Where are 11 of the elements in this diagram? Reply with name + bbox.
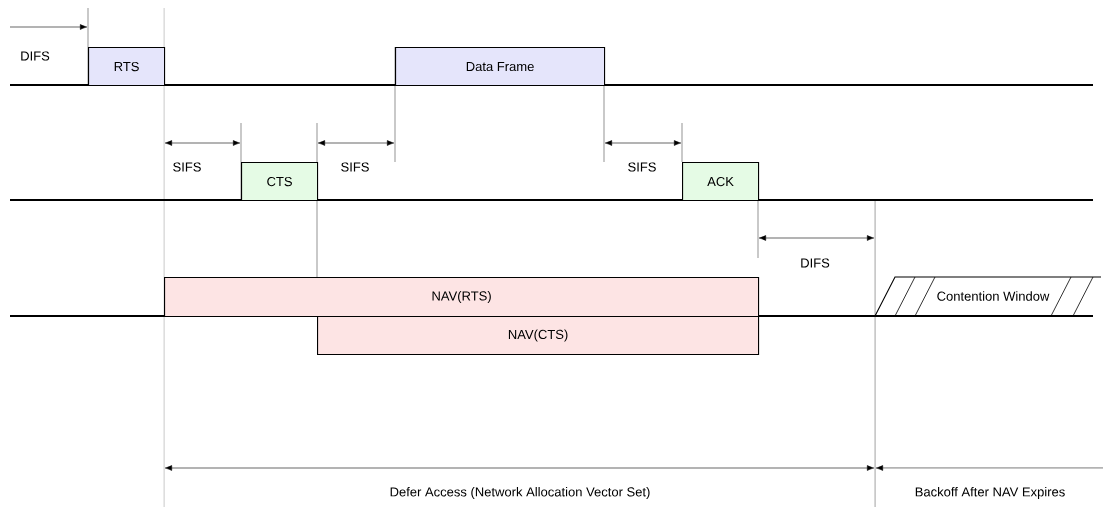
interval-label: SIFS (173, 162, 201, 172)
interval-label: DIFS (801, 258, 830, 268)
frame-box: ACK (682, 162, 760, 202)
interval-label: Backoff After NAV Expires (915, 486, 1065, 500)
frame-box: NAV(RTS) (164, 277, 760, 318)
frame-box: CTS (241, 162, 319, 202)
frame-box: Data Frame (395, 47, 606, 87)
frame-box: NAV(CTS) (317, 316, 760, 356)
interval-label: Defer Access (Network Allocation Vector Set) (390, 486, 650, 500)
frame-box: RTS (88, 47, 166, 87)
contention-window: Contention Window (874, 276, 1102, 317)
